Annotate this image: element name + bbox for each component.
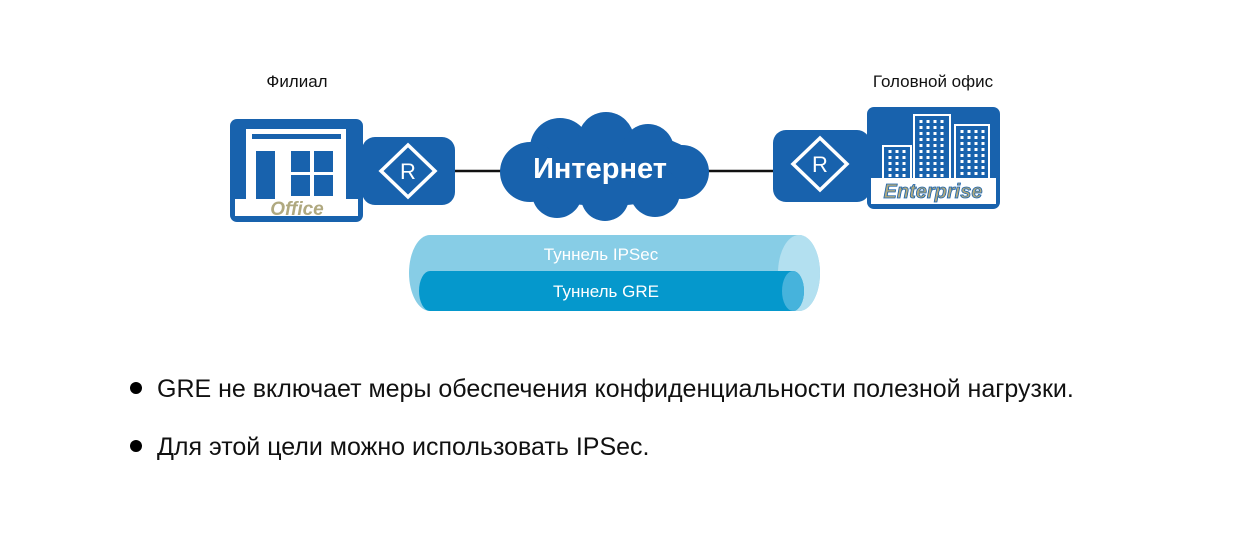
- cloud-icon: [500, 112, 709, 221]
- enterprise-building-icon: [867, 107, 1000, 209]
- branch-router-symbol: R: [400, 159, 416, 184]
- bullet-text: Для этой цели можно использовать IPSec.: [157, 433, 650, 461]
- bullet-list: GRE не включает меры обеспечения конфиде…: [130, 366, 1130, 482]
- bullet-dot: [130, 440, 142, 452]
- bullet-item: GRE не включает меры обеспечения конфиде…: [130, 366, 1130, 412]
- internet-label: Интернет: [533, 153, 667, 185]
- hq-router-icon: [773, 130, 870, 202]
- branch-router-icon: [362, 137, 455, 205]
- gre-tunnel: [419, 271, 804, 311]
- ipsec-tunnel-label: Туннель IPSec: [544, 245, 659, 264]
- office-caption: Office: [270, 199, 324, 220]
- enterprise-caption: Enterprise: [884, 181, 983, 203]
- gre-tunnel-label: Туннель GRE: [553, 282, 659, 301]
- bullet-text: GRE не включает меры обеспечения конфиде…: [157, 375, 1074, 403]
- bullet-item: Для этой цели можно использовать IPSec.: [130, 424, 1130, 470]
- hq-router-symbol: R: [812, 152, 828, 177]
- branch-label: Филиал: [266, 72, 327, 91]
- bullet-dot: [130, 382, 142, 394]
- hq-label: Головной офис: [873, 72, 994, 91]
- office-building-icon: [230, 119, 363, 222]
